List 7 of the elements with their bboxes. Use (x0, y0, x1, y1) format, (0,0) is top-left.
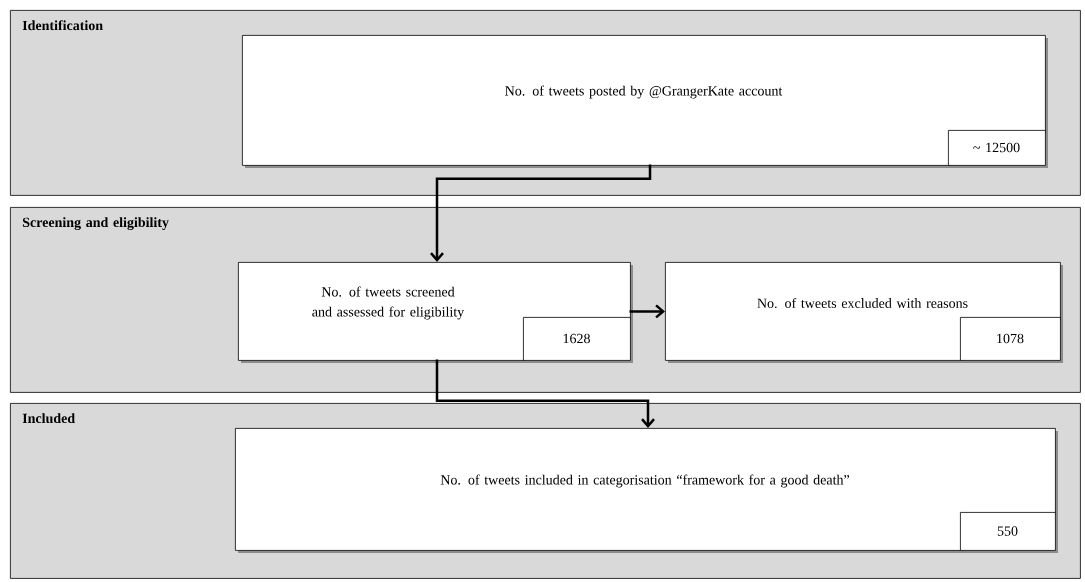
arrow (430, 164, 652, 262)
count-box: 1628 (523, 317, 633, 363)
count-box: ~ 12500 (948, 130, 1048, 168)
arrow (629, 304, 665, 319)
arrow (435, 359, 655, 428)
count-box: 1078 (960, 317, 1063, 363)
count-box: 550 (960, 512, 1058, 553)
